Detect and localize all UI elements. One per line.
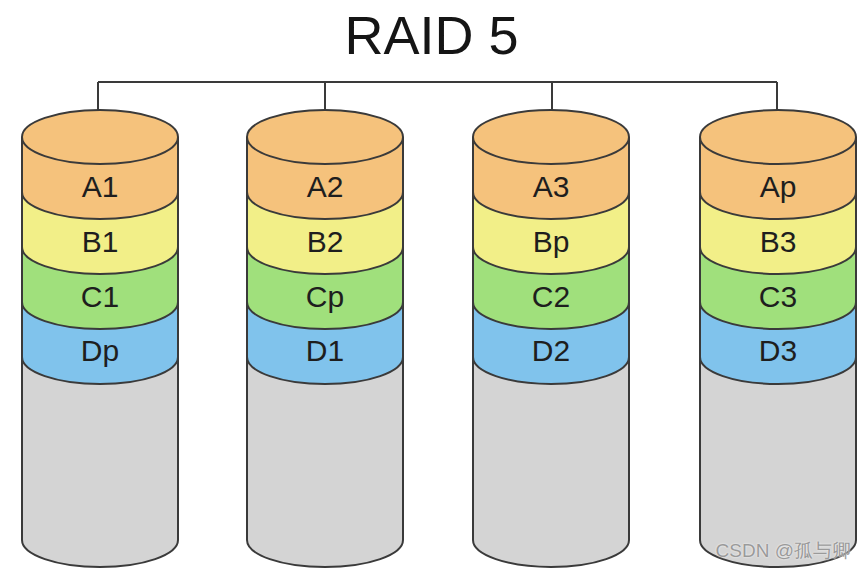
stripe-block: Bp: [477, 224, 625, 260]
disk-top: [22, 110, 178, 164]
stripe-block: D3: [704, 333, 852, 369]
block-label: A1: [82, 172, 119, 202]
block-label: Cp: [306, 282, 344, 312]
block-label: C1: [81, 282, 119, 312]
disk-side: [855, 137, 857, 540]
bracket-line: [98, 81, 777, 83]
disk-side: [177, 137, 179, 540]
block-label: B2: [307, 227, 344, 257]
disk-top: [247, 110, 403, 164]
stripe-block: A1: [26, 169, 174, 205]
stripe-block: D2: [477, 333, 625, 369]
block-label: D3: [759, 336, 797, 366]
disk-side: [699, 137, 701, 540]
stripe-block: B2: [251, 224, 399, 260]
block-label: C2: [532, 282, 570, 312]
stripe-block: A3: [477, 169, 625, 205]
block-label: Bp: [533, 227, 570, 257]
stripe-block: B1: [26, 224, 174, 260]
disk-side: [472, 137, 474, 540]
block-label: D1: [306, 336, 344, 366]
stripe-block: D1: [251, 333, 399, 369]
disk-side: [21, 137, 23, 540]
watermark: CSDN @孤与卿: [716, 538, 851, 564]
block-label: A3: [533, 172, 570, 202]
diagram-title: RAID 5: [0, 6, 863, 65]
disk-top: [473, 110, 629, 164]
stripe-block: Cp: [251, 279, 399, 315]
stripe-block: B3: [704, 224, 852, 260]
disk-side: [246, 137, 248, 540]
block-label: B3: [760, 227, 797, 257]
disk-side: [628, 137, 630, 540]
block-label: D2: [532, 336, 570, 366]
stripe-block: Ap: [704, 169, 852, 205]
stripe-block: C3: [704, 279, 852, 315]
block-label: C3: [759, 282, 797, 312]
block-label: Dp: [81, 336, 119, 366]
disk-top: [700, 110, 856, 164]
stripe-block: C1: [26, 279, 174, 315]
stripe-block: Dp: [26, 333, 174, 369]
stripe-block: A2: [251, 169, 399, 205]
block-label: A2: [307, 172, 344, 202]
stripe-block: C2: [477, 279, 625, 315]
disk-side: [402, 137, 404, 540]
block-label: B1: [82, 227, 119, 257]
block-label: Ap: [760, 172, 797, 202]
